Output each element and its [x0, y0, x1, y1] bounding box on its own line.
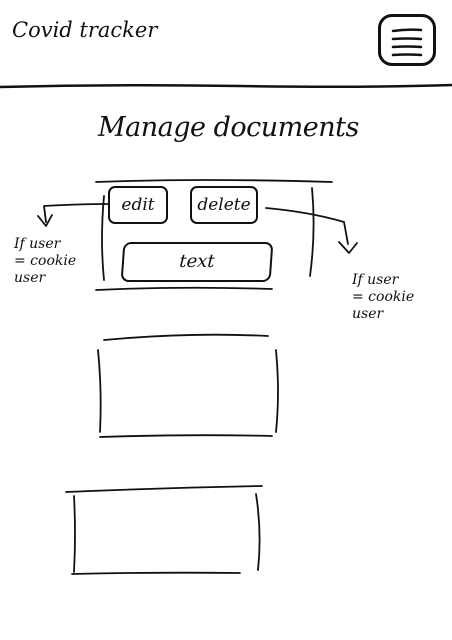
card-2-right-line	[275, 349, 279, 433]
card-1-top-line	[95, 179, 333, 183]
edit-arrow-head	[37, 214, 53, 227]
card-2-top-line	[103, 333, 269, 341]
card-3-top-line	[65, 485, 263, 493]
document-text-field[interactable]: text	[120, 242, 274, 282]
edit-annotation: If user = cookie user	[14, 236, 104, 287]
delete-arrow-head	[338, 241, 358, 254]
edit-button[interactable]: edit	[108, 186, 168, 224]
card-1-right-line	[309, 187, 315, 277]
delete-annotation-line-2: = cookie	[352, 289, 415, 305]
menu-button[interactable]	[378, 14, 436, 66]
edit-annotation-line-1: If user	[14, 236, 61, 252]
document-card-placeholder[interactable]	[98, 348, 278, 438]
card-2-bottom-line	[99, 434, 273, 438]
document-card-placeholder[interactable]	[72, 492, 260, 574]
delete-arrow-line	[265, 207, 349, 245]
delete-annotation-line-1: If user	[352, 272, 399, 288]
delete-annotation: If user = cookie user	[352, 272, 442, 323]
card-1-bottom-line	[95, 286, 273, 291]
card-3-bottom-line	[71, 571, 241, 575]
app-title: Covid tracker	[12, 18, 158, 42]
header-divider	[0, 83, 452, 89]
page-title: Manage documents	[98, 112, 359, 143]
card-3-left-line	[73, 495, 76, 573]
edit-annotation-line-2: = cookie	[14, 253, 77, 269]
card-3-right-line	[255, 493, 261, 571]
edit-arrow-line	[43, 203, 109, 223]
card-2-left-line	[97, 349, 102, 433]
delete-annotation-line-3: user	[352, 306, 384, 322]
edit-annotation-line-3: user	[14, 270, 46, 286]
delete-button[interactable]: delete	[190, 186, 258, 224]
hamburger-menu-icon	[381, 17, 433, 63]
